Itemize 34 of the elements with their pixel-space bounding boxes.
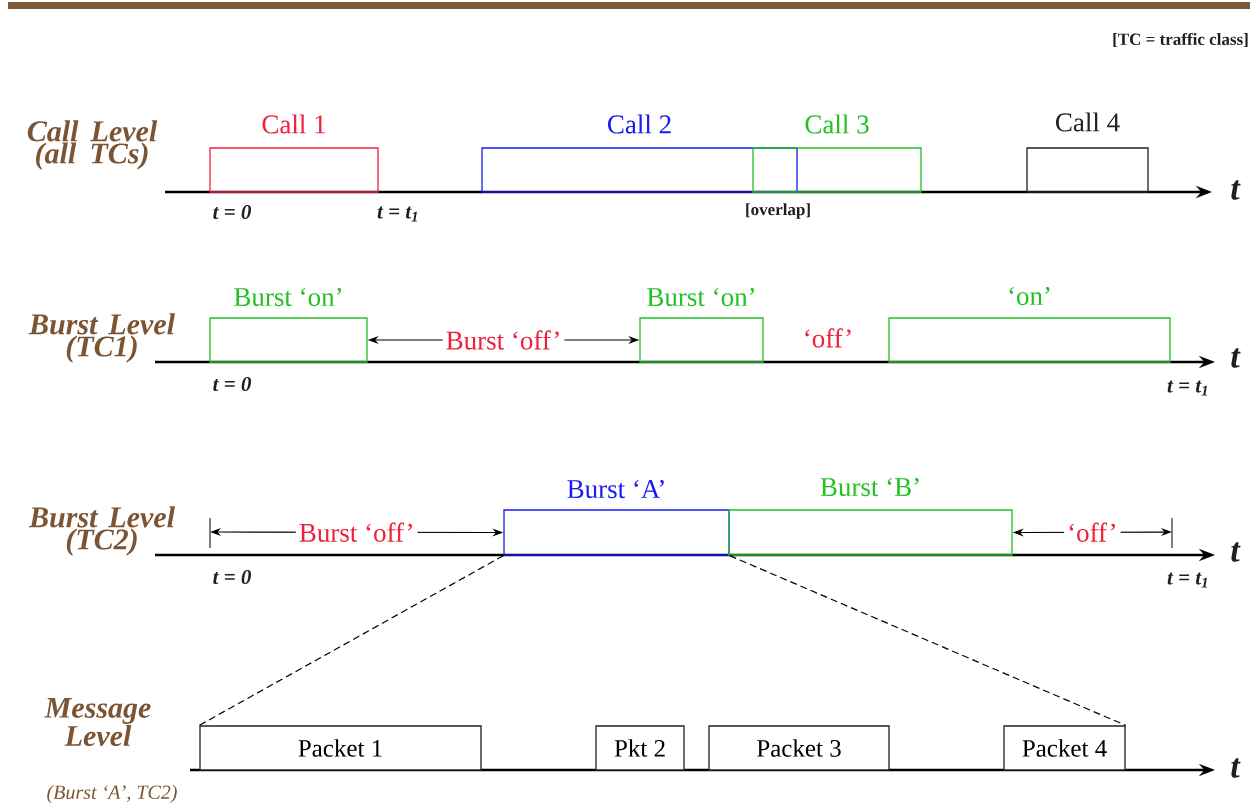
axis-label: t xyxy=(1231,348,1241,368)
interval-heading: Burst ‘A’ xyxy=(567,479,664,499)
interval-heading: Call 4 xyxy=(1056,112,1120,132)
time-label: t = t$_{1}$ xyxy=(377,206,417,222)
packet-box: Packet 3 xyxy=(708,725,890,771)
packet-box: Pkt 2 xyxy=(595,725,685,771)
axis-label: t xyxy=(1231,180,1241,200)
packet-box: Packet 1 xyxy=(199,725,482,771)
interval-heading: Call 3 xyxy=(805,114,869,134)
level-label: Burst Level (TC1) xyxy=(28,313,175,363)
interval-heading: Call 1 xyxy=(262,114,326,134)
interval-heading: Burst ‘on’ xyxy=(234,287,342,307)
interval-heading: Burst ‘on’ xyxy=(647,287,755,307)
time-label: t = t$_{1}$ xyxy=(1167,380,1207,396)
level-label: Message Level xyxy=(44,697,151,747)
zoom-line xyxy=(729,555,1127,726)
level-label: Burst Level (TC2) xyxy=(28,506,175,556)
note-text: [TC = traffic class] xyxy=(1113,32,1248,48)
time-label: t = t$_{1}$ xyxy=(1167,572,1207,588)
gap-label: ‘off’ xyxy=(805,328,851,348)
edge-label: Burst ‘off’ xyxy=(295,519,418,545)
interval-heading: Burst ‘B’ xyxy=(820,477,919,497)
interval-heading: ‘on’ xyxy=(1009,286,1050,306)
axis-label: t xyxy=(1231,758,1241,778)
interval-heading: Call 2 xyxy=(608,114,671,134)
edge-label: Burst ‘off’ xyxy=(442,327,565,353)
note-text: [overlap] xyxy=(746,203,810,219)
axis-label: t xyxy=(1231,542,1241,562)
time-label: t = 0 xyxy=(213,569,252,585)
packet-box: Packet 4 xyxy=(1003,725,1126,771)
level-subtitle: (Burst ‘A’, TC2) xyxy=(47,784,177,804)
level-label: Call Level (all TCs) xyxy=(27,120,158,170)
edge-label: ‘off’ xyxy=(1064,519,1121,545)
zoom-line xyxy=(198,555,504,726)
